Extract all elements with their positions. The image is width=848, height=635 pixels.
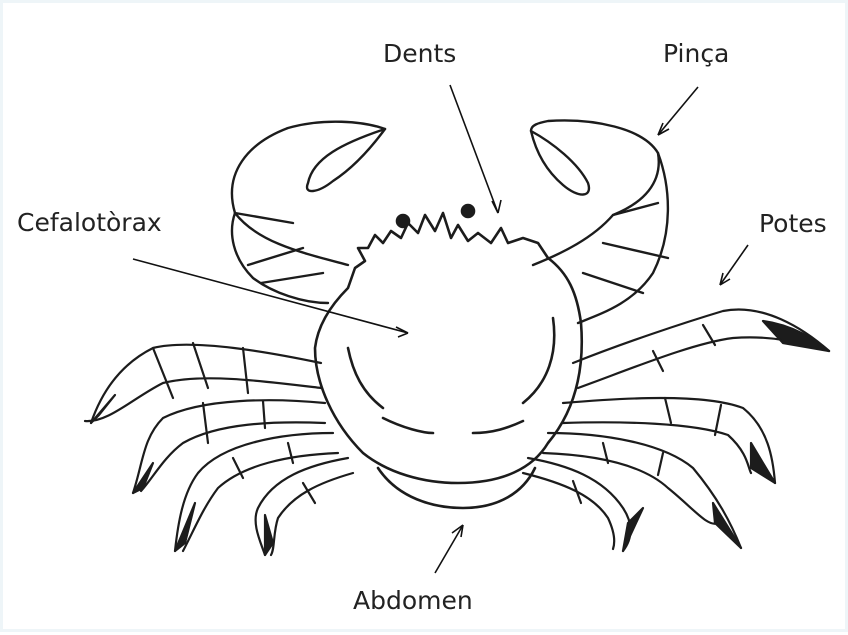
label-arrows — [133, 85, 748, 573]
label-cefalotorax: Cefalotòrax — [17, 210, 162, 235]
crab-legs — [85, 309, 829, 555]
label-dents: Dents — [383, 41, 456, 66]
label-abdomen: Abdomen — [353, 588, 473, 613]
crab-drawing — [3, 3, 848, 635]
crab-claws — [232, 120, 668, 323]
label-potes: Potes — [759, 211, 827, 236]
crab-carapace — [315, 205, 582, 508]
label-pinca: Pinça — [663, 41, 729, 66]
